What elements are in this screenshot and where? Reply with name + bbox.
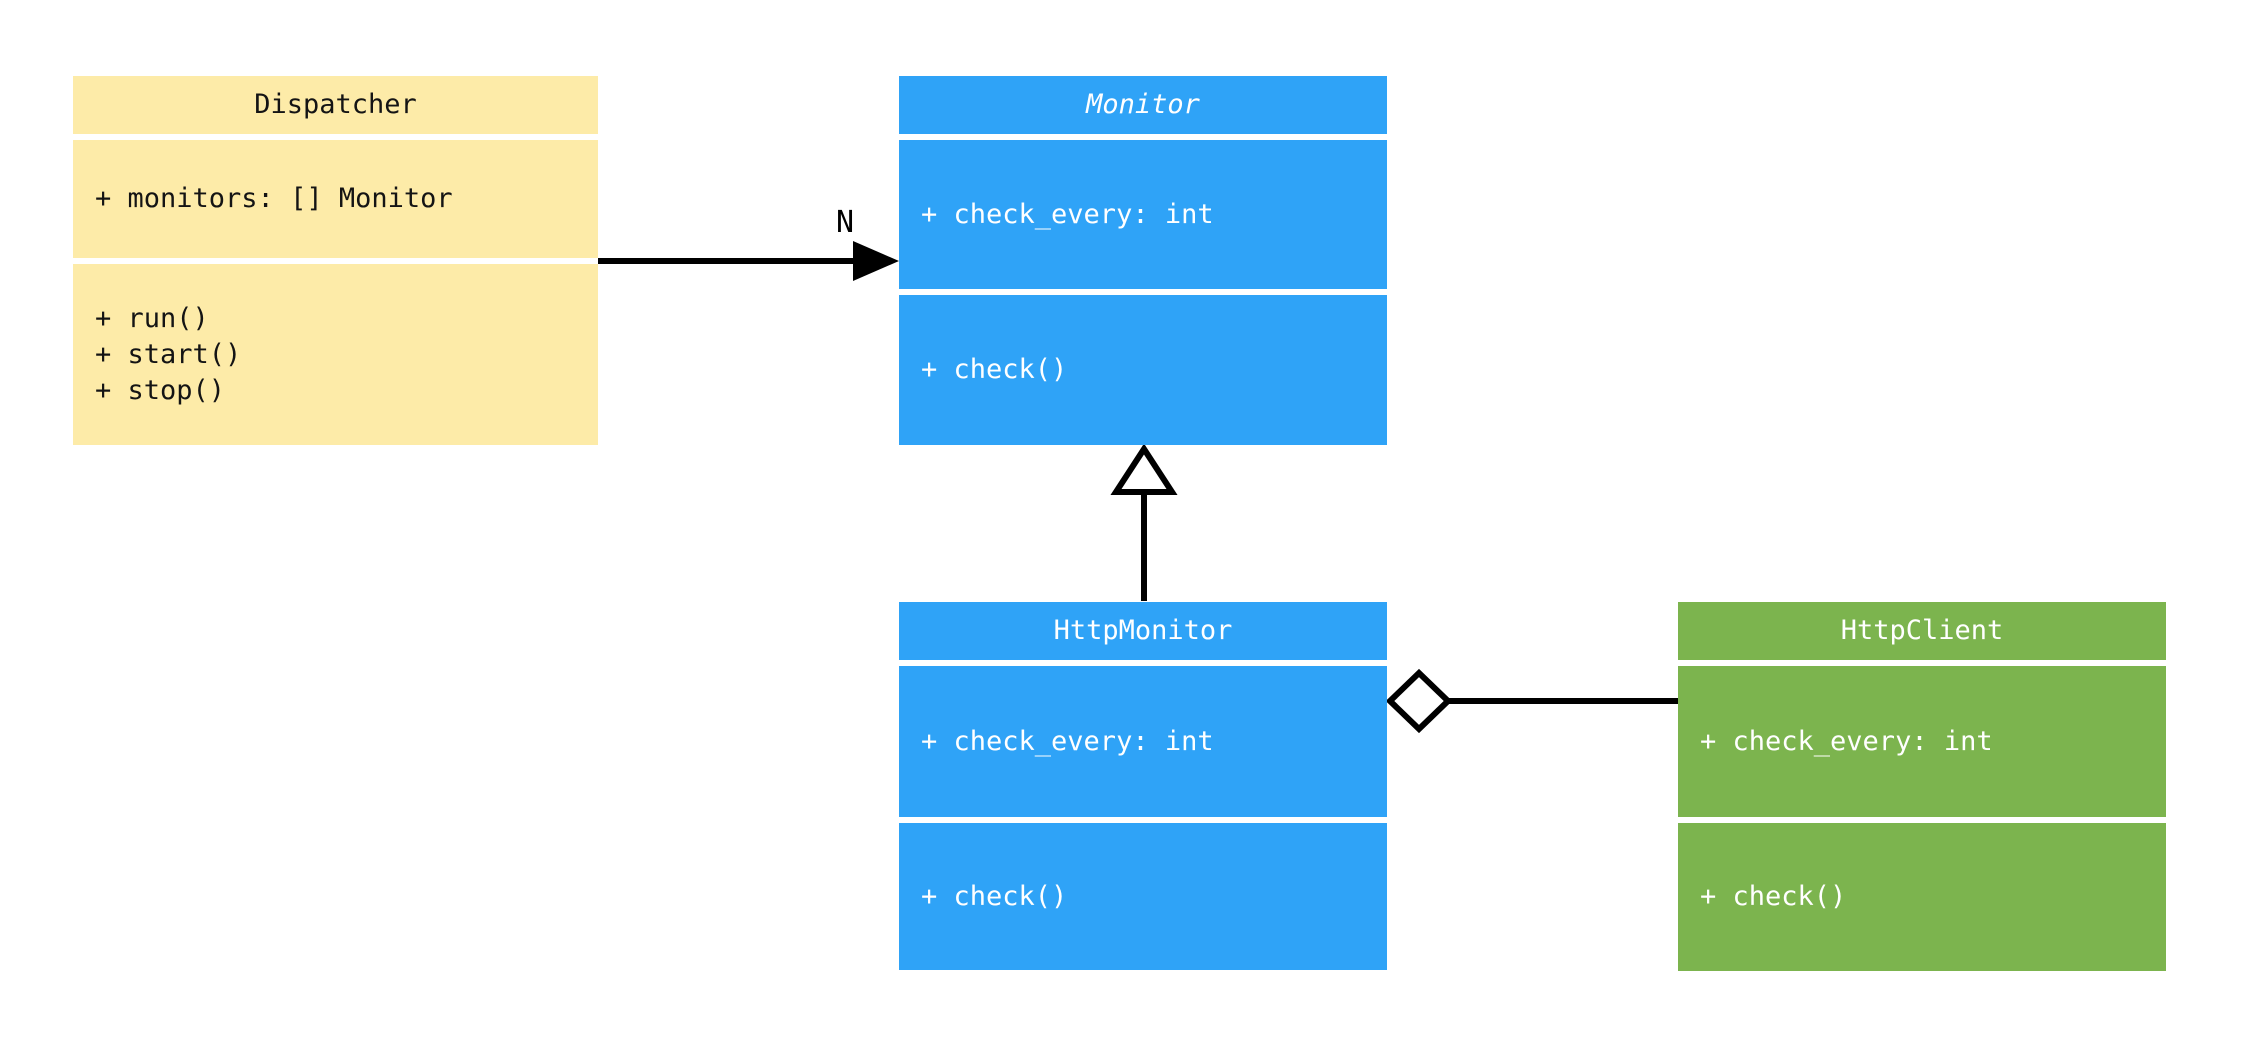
class-methods-httpmonitor: + check() [899,823,1387,970]
method-line: + stop() [95,374,226,406]
class-methods-monitor: + check() [899,295,1387,445]
class-attributes-dispatcher: + monitors: [] Monitor [73,140,598,258]
class-attributes-httpmonitor: + check_every: int [899,666,1387,817]
method-line: + run() [95,302,209,334]
method-line: + check() [921,880,1068,912]
association-multiplicity-label: N [835,205,855,240]
class-node-monitor: Monitor + check_every: int + check() [899,76,1387,445]
association-edge-dispatcher-to-monitor [598,241,899,281]
class-methods-httpclient: + check() [1678,823,2166,971]
class-node-dispatcher: Dispatcher + monitors: [] Monitor + run(… [73,76,598,445]
hollow-triangle-arrowhead-icon [1110,443,1178,495]
hollow-diamond-icon [1385,668,1453,734]
inheritance-edge-httpmonitor-to-monitor [1110,443,1178,601]
attribute-line: + check_every: int [1700,725,1993,757]
class-attributes-httpclient: + check_every: int [1678,666,2166,817]
method-line: + start() [95,338,242,370]
class-title-httpmonitor: HttpMonitor [899,602,1387,660]
attribute-line: + monitors: [] Monitor [95,183,453,214]
class-node-httpmonitor: HttpMonitor + check_every: int + check() [899,602,1387,970]
aggregation-edge-httpmonitor-to-httpclient [1385,668,1678,734]
filled-arrowhead-icon [853,241,899,281]
class-attributes-monitor: + check_every: int [899,140,1387,289]
class-title-httpclient: HttpClient [1678,602,2166,660]
method-line: + check() [1700,881,1847,912]
method-line: + check() [921,354,1068,385]
class-node-httpclient: HttpClient + check_every: int + check() [1678,602,2166,971]
class-title-monitor: Monitor [899,76,1387,134]
attribute-line: + check_every: int [921,198,1214,230]
class-title-dispatcher: Dispatcher [73,76,598,134]
attribute-line: + check_every: int [921,725,1214,757]
class-methods-dispatcher: + run() + start() + stop() [73,264,598,445]
